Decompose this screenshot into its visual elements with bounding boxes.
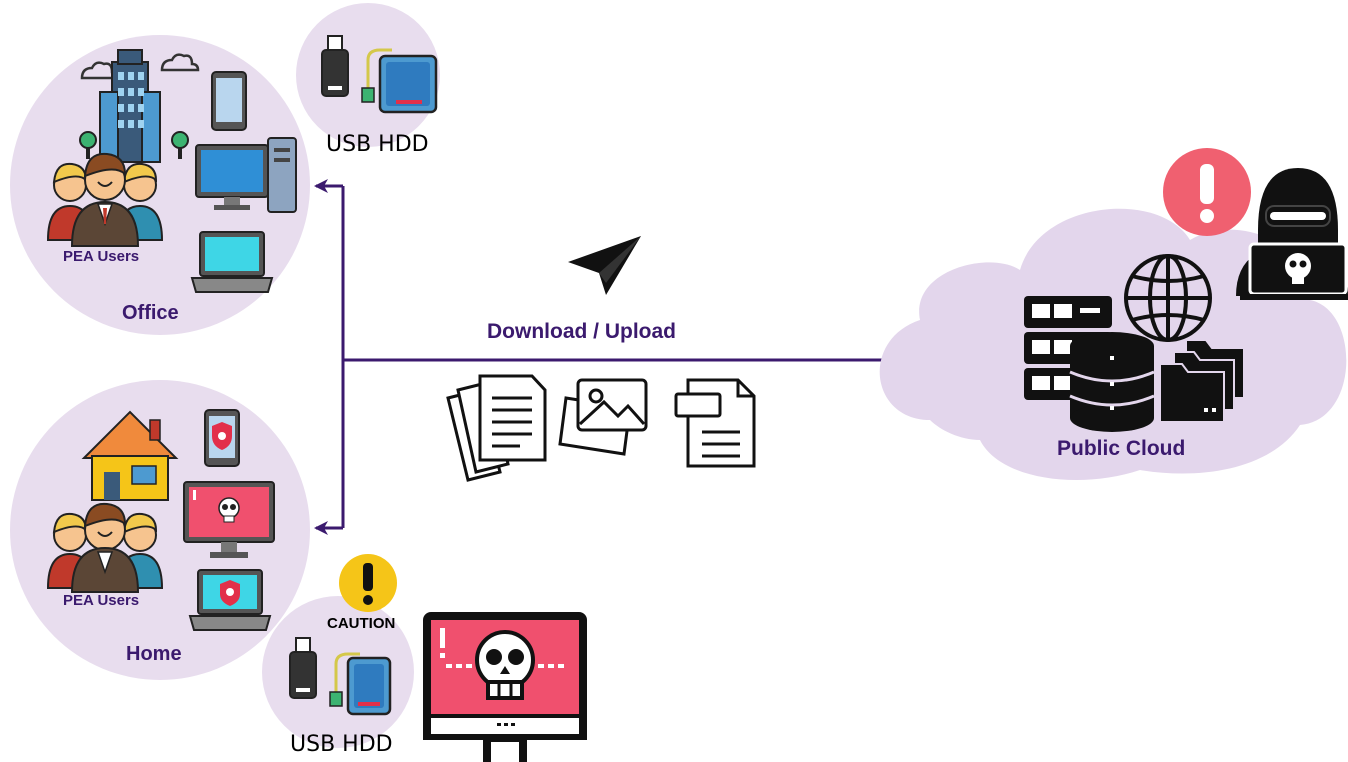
office-group (10, 35, 310, 335)
usb-bottom-group (262, 554, 414, 748)
images-icon (558, 378, 648, 456)
external-hdd-icon (361, 48, 438, 114)
home-label: Home (126, 643, 182, 665)
documents-icon (446, 374, 547, 482)
connector-arrows (314, 179, 914, 535)
usb-hdd-label-top: USB HDD (326, 132, 429, 157)
usb-drive-icon (321, 35, 349, 97)
alert-icon (1163, 148, 1251, 236)
office-label: Office (122, 302, 179, 324)
skull-monitor-icon (423, 612, 587, 762)
laptop-icon (190, 231, 274, 293)
database-icon (1069, 332, 1155, 432)
public-cloud-group (879, 208, 1347, 480)
pdf-icon (674, 378, 756, 468)
usb-hdd-label-bottom: USB HDD (290, 732, 393, 757)
home-users-label: PEA Users (63, 592, 140, 609)
tablet-icon (211, 71, 247, 131)
house-icon (81, 410, 179, 501)
paper-plane-icon (568, 236, 641, 295)
usb-top-group (296, 3, 440, 147)
infected-desktop-icon (183, 481, 275, 558)
user-group-icon (46, 502, 164, 593)
external-hdd-icon (329, 652, 392, 716)
hacker-icon (1236, 168, 1348, 300)
desktop-icon (195, 137, 297, 213)
building-icon (79, 49, 189, 163)
user-group-icon (46, 152, 164, 247)
globe-icon (1124, 254, 1212, 342)
laptop-icon (188, 569, 272, 631)
home-group (10, 380, 310, 680)
tablet-icon (204, 409, 240, 467)
folders-icon (1159, 339, 1245, 423)
caution-label: CAUTION (327, 615, 396, 632)
caution-icon (339, 554, 397, 612)
office-users-label: PEA Users (63, 248, 140, 265)
transfer-label: Download / Upload (487, 320, 676, 343)
usb-drive-icon (289, 637, 317, 699)
public-cloud-label: Public Cloud (1057, 437, 1186, 460)
